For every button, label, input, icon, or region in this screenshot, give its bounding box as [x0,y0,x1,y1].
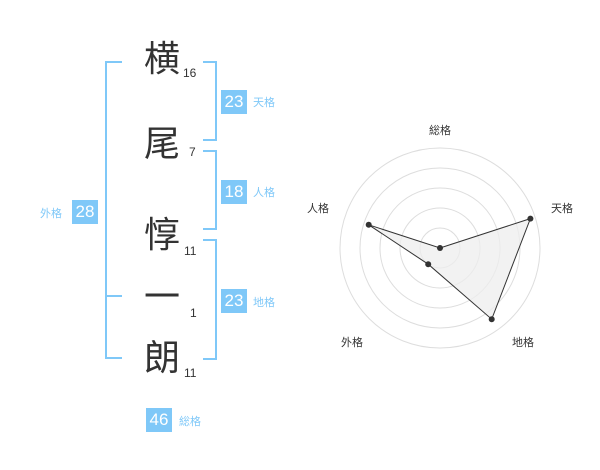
name-char-1: 横 [143,39,180,80]
jin-kaku-label: 人格 [253,186,275,199]
radar-axis-label-chi: 地格 [512,335,534,349]
jin-kaku-value: 18 [221,180,247,204]
chi-kaku-value: 23 [221,289,247,313]
radar-point-3 [425,261,432,268]
name-char-5: 朗 [143,338,180,379]
radar-points [365,215,534,323]
gai-kaku-label: 外格 [40,207,62,220]
jin-bracket [203,150,217,230]
radar-point-2 [488,316,495,323]
radar-ring [359,167,521,329]
ten-kaku-label: 天格 [253,96,275,109]
radar-ring [339,147,541,349]
stroke-count-3: 11 [184,244,197,258]
radar-axis-label-ten: 天格 [551,201,573,215]
radar-point-1 [527,215,534,222]
stroke-count-4: 1 [190,306,197,320]
radar-polygon [368,217,532,321]
stroke-count-2: 7 [189,145,196,159]
gai-kaku-value: 28 [72,200,98,224]
radar-point-0 [437,245,443,251]
sou-kaku-value: 46 [146,408,172,432]
name-char-2: 尾 [143,124,180,165]
ten-kaku-value: 23 [221,90,247,114]
radar-point-4 [365,221,372,228]
chi-kaku-label: 地格 [253,296,275,309]
radar-axis-label-sou: 総格 [429,123,451,137]
chi-bracket [203,239,217,360]
name-char-4: 一 [143,277,180,318]
stroke-count-5: 11 [184,366,197,380]
sou-kaku-label: 総格 [179,415,201,428]
name-char-3: 惇 [143,215,180,256]
stroke-count-1: 16 [183,66,197,80]
radar-labels: 総格 天格 地格 外格 人格 [307,123,573,349]
radar-axis-label-jin: 人格 [307,201,329,215]
radar-axis-label-gai: 外格 [341,335,363,349]
outer-bracket-bottom [105,297,122,359]
outer-bracket-top [105,61,122,297]
ten-bracket [203,61,217,141]
